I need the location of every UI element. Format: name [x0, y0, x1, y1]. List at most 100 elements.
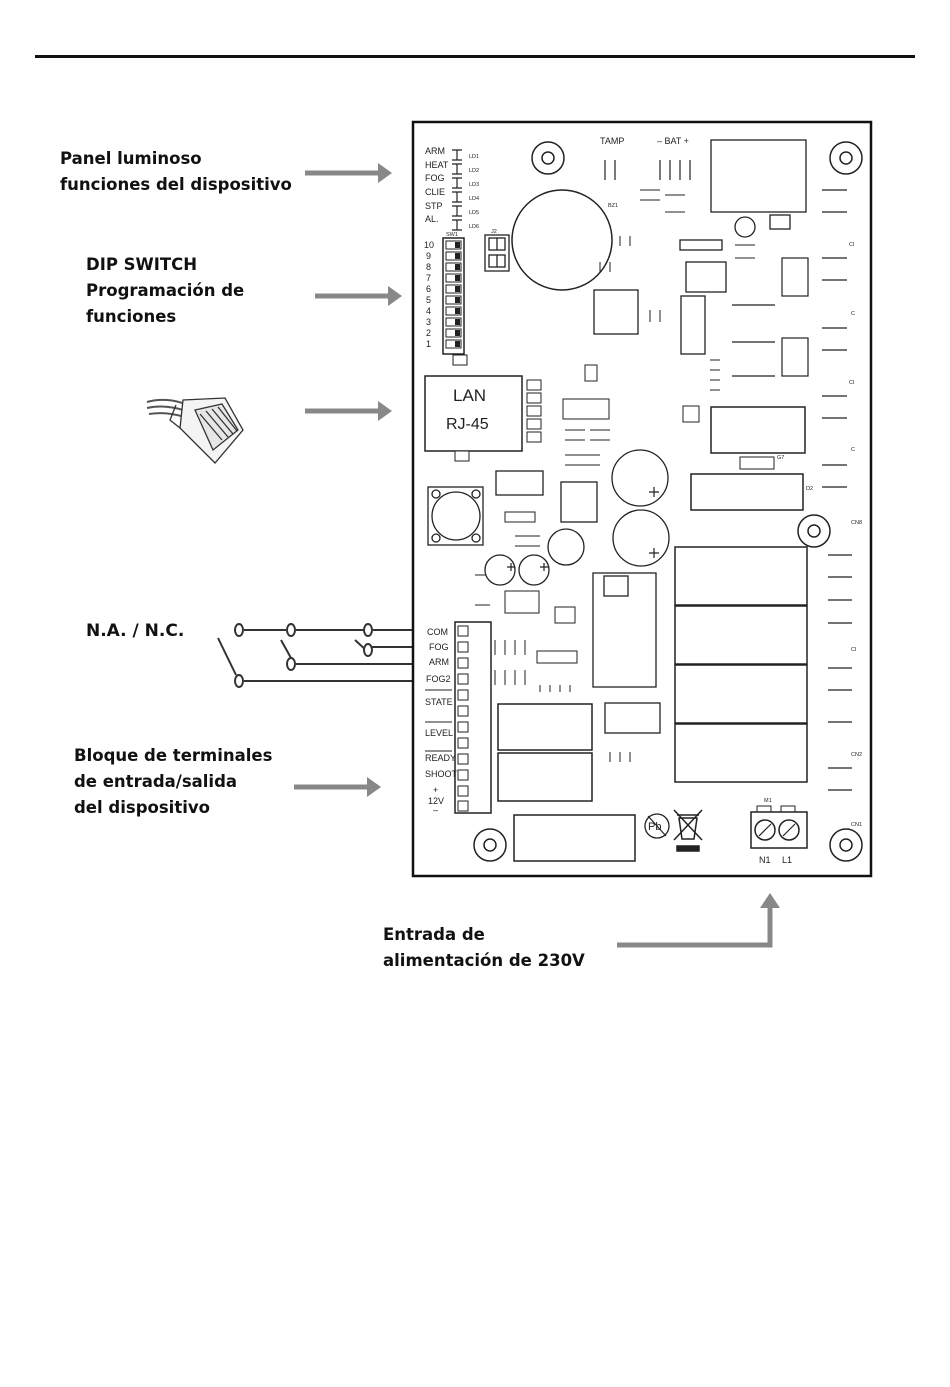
terminal-label-12v: 12V [428, 796, 444, 806]
connector-ref: C [851, 447, 855, 453]
callout-line: funciones [86, 307, 177, 326]
connector-ref: CN1 [851, 822, 862, 828]
callout-power-input: Entrada de alimentación de 230V [383, 922, 585, 974]
dip-number: 9 [426, 251, 431, 261]
pb-label: Pb [648, 821, 661, 833]
connector-ref: CN2 [851, 752, 862, 758]
tamper-battery-header: TAMP – BAT + [600, 136, 691, 180]
connector-ref: C [851, 311, 855, 317]
led-label-heat: HEAT [425, 160, 449, 170]
dip-number: 2 [426, 328, 431, 338]
led-label-fog: FOG [425, 173, 445, 183]
power-terminal-m1[interactable]: M1 N1 L1 [750, 798, 808, 865]
callout-na-nc: N.A. / N.C. [86, 618, 184, 644]
led-ref: LD3 [469, 182, 479, 188]
led-symbols [452, 149, 462, 231]
arrow-head [367, 777, 381, 797]
arrow-power [617, 905, 773, 948]
bz1-label: BZ1 [608, 203, 618, 209]
callout-line: N.A. / N.C. [86, 621, 185, 641]
led-label-clie: CLIE [425, 187, 445, 197]
led-label-stp: STP [425, 201, 443, 211]
callout-line: Panel luminoso [60, 149, 202, 168]
io-terminal-block[interactable]: COM FOG ARM FOG2 STATE LEVEL READY SHOOT… [425, 621, 492, 815]
terminal-label-minus: – [433, 805, 438, 815]
connector-ref: CI [849, 380, 855, 386]
lan-rj45-socket[interactable]: LAN RJ-45 [424, 354, 542, 462]
right-connector-pins [732, 189, 852, 791]
bat-label: – BAT + [657, 136, 689, 146]
callout-dip-switch: DIP SWITCH Programación de funciones [86, 252, 244, 330]
mounting-holes [473, 141, 863, 862]
j2-label: J2 [491, 229, 497, 235]
terminal-label-level: LEVEL [425, 728, 453, 738]
arrow-head [760, 893, 780, 908]
arrow-head [378, 163, 392, 183]
push-button [427, 470, 598, 546]
arrow-head [388, 286, 402, 306]
callout-line: del dispositivo [74, 798, 210, 817]
led-ref: LD2 [469, 168, 479, 174]
terminal-label-fog2: FOG2 [426, 674, 451, 684]
top-rule [35, 55, 915, 58]
na-nc-wiring [217, 629, 425, 682]
callout-terminal-block: Bloque de terminales de entrada/salida d… [74, 743, 272, 821]
rj45-plug-icon [146, 397, 244, 464]
right-slots [781, 257, 809, 377]
terminal-label-arm: ARM [429, 657, 449, 667]
dip-number: 3 [426, 317, 431, 327]
callout-line: Entrada de [383, 925, 485, 944]
callout-line: alimentación de 230V [383, 951, 585, 970]
dip-number: 5 [426, 295, 431, 305]
l1-label: L1 [782, 855, 792, 865]
dip-number: 6 [426, 284, 431, 294]
dip-number: 7 [426, 273, 431, 283]
m1-label: M1 [764, 798, 772, 804]
led-panel: ARM HEAT FOG CLIE STP AL. LD1 LD2 LD3 LD… [425, 146, 479, 231]
led-ref: LD5 [469, 210, 479, 216]
buzzer-bz1: BZ1 [511, 189, 618, 291]
d2-label: D2 [806, 486, 813, 492]
led-label-al: AL. [425, 214, 439, 224]
connector-ref: CN8 [851, 520, 862, 526]
led-label-arm: ARM [425, 146, 445, 156]
dip-number: 4 [426, 306, 431, 316]
jumper-j2: J2 [484, 229, 510, 272]
connector-ref: CI [849, 242, 855, 248]
terminal-label-fog: FOG [429, 642, 449, 652]
rj45-label: RJ-45 [446, 416, 489, 433]
pointer-arrows [294, 170, 773, 948]
relays [497, 406, 808, 862]
connector-ref: CI [851, 647, 857, 653]
terminal-label-shoot: SHOOT [425, 769, 458, 779]
terminal-label-ready: READY [425, 753, 456, 763]
g7-label: G7 [777, 455, 784, 461]
callout-line: DIP SWITCH [86, 255, 198, 274]
sw1-label: SW1 [446, 232, 458, 238]
dip-number: 10 [424, 240, 434, 250]
callout-line: Programación de [86, 281, 245, 300]
arrow-heads [367, 163, 780, 908]
n1-label: N1 [759, 855, 771, 865]
callout-line: Bloque de terminales [74, 746, 273, 765]
callout-panel-luminoso: Panel luminoso funciones del dispositivo [60, 146, 292, 198]
tamp-label: TAMP [600, 136, 624, 146]
callout-line: funciones del dispositivo [60, 175, 292, 194]
contact-terminals [234, 623, 373, 688]
lan-label: LAN [453, 386, 486, 405]
terminal-label-state: STATE [425, 697, 453, 707]
transformer [592, 572, 661, 734]
led-ref: LD1 [469, 154, 479, 160]
weee-bin-icon [673, 809, 703, 852]
terminal-label-com: COM [427, 627, 448, 637]
callout-line: de entrada/salida [74, 772, 238, 791]
terminal-label-plus: + [433, 785, 438, 795]
dip-switch[interactable]: SW1 10 9 8 7 6 5 4 3 2 1 [424, 232, 465, 355]
dip-number: 1 [426, 339, 431, 349]
led-ref: LD6 [469, 224, 479, 230]
dip-number: 8 [426, 262, 431, 272]
top-right-components [593, 139, 807, 355]
led-ref: LD4 [469, 196, 479, 202]
arrow-head [378, 401, 392, 421]
